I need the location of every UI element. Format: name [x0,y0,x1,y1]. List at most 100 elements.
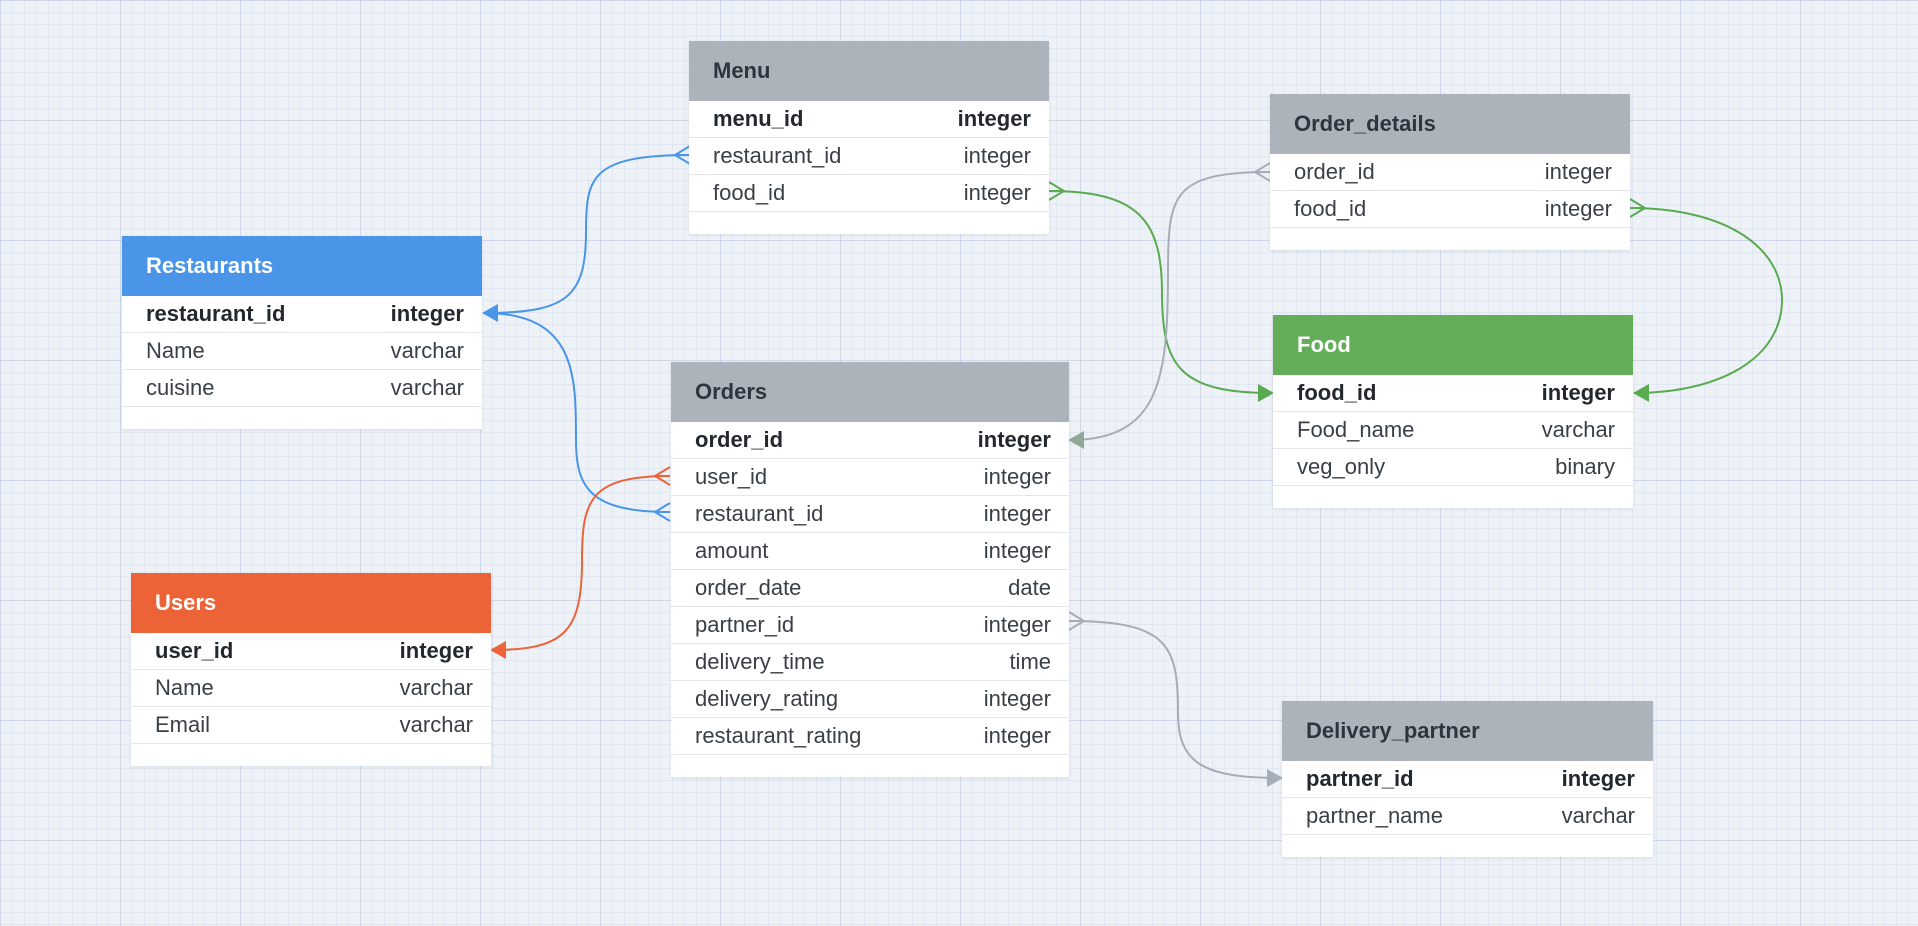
table-restaurants[interactable]: Restaurants restaurant_id integer Name v… [122,236,482,429]
column-row-food-id[interactable]: food_id integer [1270,191,1630,228]
table-food[interactable]: Food food_id integer Food_name varchar v… [1273,315,1633,508]
column-type: varchar [399,712,473,737]
table-delivery-partner[interactable]: Delivery_partner partner_id integer part… [1282,701,1653,857]
column-row-delivery-rating[interactable]: delivery_rating integer [671,681,1069,718]
column-type: integer [983,686,1051,711]
column-row-order-id[interactable]: order_id integer [671,422,1069,459]
column-name: amount [695,538,769,563]
table-title-delivery-partner: Delivery_partner [1306,718,1480,743]
arrowhead-orders-icon [1068,431,1084,449]
column-type: integer [983,464,1051,489]
column-type: date [1008,575,1051,600]
column-type: integer [963,143,1031,168]
column-row-restaurant-id[interactable]: restaurant_id integer [689,138,1049,175]
table-header-restaurants: Restaurants [122,236,482,296]
column-row-order-id[interactable]: order_id integer [1270,154,1630,191]
column-row-restaurant-id[interactable]: restaurant_id integer [671,496,1069,533]
column-row-cuisine[interactable]: cuisine varchar [122,370,482,407]
crowfoot-menu-food-icon [1048,181,1066,201]
table-order-details[interactable]: Order_details order_id integer food_id i… [1270,94,1630,250]
column-type: integer [977,427,1051,452]
column-row-food-id[interactable]: food_id integer [1273,375,1633,412]
table-title-food: Food [1297,332,1351,357]
column-name: restaurant_id [695,501,824,526]
column-type: integer [983,723,1051,748]
column-type: varchar [399,675,473,700]
column-type: integer [957,106,1031,131]
column-row-restaurant-id[interactable]: restaurant_id integer [122,296,482,333]
link-orders-deliverypartner [1068,620,1283,779]
table-header-delivery-partner: Delivery_partner [1282,701,1653,761]
column-type: varchar [390,375,464,400]
column-name: veg_only [1297,454,1386,479]
crowfoot-menu-restaurant-icon [673,145,691,165]
column-type: integer [983,501,1051,526]
column-name: food_id [713,180,786,205]
table-header-food: Food [1273,315,1633,375]
table-title-restaurants: Restaurants [146,253,274,278]
arrowhead-food-right-icon [1633,384,1649,402]
column-row-name[interactable]: Name varchar [122,333,482,370]
column-type: integer [1544,159,1612,184]
column-name: order_id [1294,159,1375,184]
column-name: user_id [695,464,768,489]
table-title-orders: Orders [695,379,768,404]
column-row-amount[interactable]: amount integer [671,533,1069,570]
column-row-menu-id[interactable]: menu_id integer [689,101,1049,138]
column-name: food_id [1297,380,1377,405]
table-header-users: Users [131,573,491,633]
column-row-veg-only[interactable]: veg_only binary [1273,449,1633,486]
column-name: Name [146,338,205,363]
column-name: delivery_time [695,649,825,674]
table-orders[interactable]: Orders order_id integer user_id integer … [671,362,1069,777]
crowfoot-orderdetails-order-icon [1253,162,1271,182]
column-name: order_date [695,575,802,600]
column-type: varchar [390,338,464,363]
arrowhead-restaurants-icon [482,304,498,322]
table-menu[interactable]: Menu menu_id integer restaurant_id integ… [689,41,1049,234]
table-title-order-details: Order_details [1294,111,1436,136]
column-row-food-name[interactable]: Food_name varchar [1273,412,1633,449]
column-row-email[interactable]: Email varchar [131,707,491,744]
column-row-user-id[interactable]: user_id integer [671,459,1069,496]
column-name: Food_name [1297,417,1415,442]
column-name: restaurant_id [146,301,286,326]
column-name: order_id [695,427,784,452]
crowfoot-orders-partner-icon [1068,611,1086,631]
column-name: cuisine [146,375,215,400]
table-header-menu: Menu [689,41,1049,101]
crowfoot-orders-user-icon [653,466,671,486]
column-name: partner_id [1306,766,1414,791]
arrowhead-deliverypartner-icon [1267,769,1283,787]
column-row-restaurant-rating[interactable]: restaurant_rating integer [671,718,1069,755]
column-row-user-id[interactable]: user_id integer [131,633,491,670]
column-row-partner-id[interactable]: partner_id integer [671,607,1069,644]
column-type: integer [1541,380,1615,405]
link-orderdetails-food [1629,207,1784,394]
column-row-order-date[interactable]: order_date date [671,570,1069,607]
column-row-delivery-time[interactable]: delivery_time time [671,644,1069,681]
column-type: binary [1555,454,1615,479]
link-menu-restaurants [483,154,691,314]
table-header-orders: Orders [671,362,1069,422]
column-name: menu_id [713,106,804,131]
column-row-partner-name[interactable]: partner_name varchar [1282,798,1653,835]
table-users[interactable]: Users user_id integer Name varchar Email… [131,573,491,766]
column-row-food-id[interactable]: food_id integer [689,175,1049,212]
link-orders-restaurants [483,312,671,513]
link-orderdetails-orders [1069,171,1271,441]
column-row-partner-id[interactable]: partner_id integer [1282,761,1653,798]
column-row-name[interactable]: Name varchar [131,670,491,707]
column-type: varchar [1541,417,1615,442]
table-title-menu: Menu [713,58,771,83]
column-name: user_id [155,638,234,663]
column-type: integer [399,638,473,663]
link-menu-food [1048,190,1273,394]
column-type: integer [963,180,1031,205]
column-type: time [1009,649,1051,674]
column-type: integer [1544,196,1612,221]
column-name: restaurant_rating [695,723,862,748]
column-name: partner_id [695,612,795,637]
crowfoot-orderdetails-food-icon [1629,198,1647,218]
